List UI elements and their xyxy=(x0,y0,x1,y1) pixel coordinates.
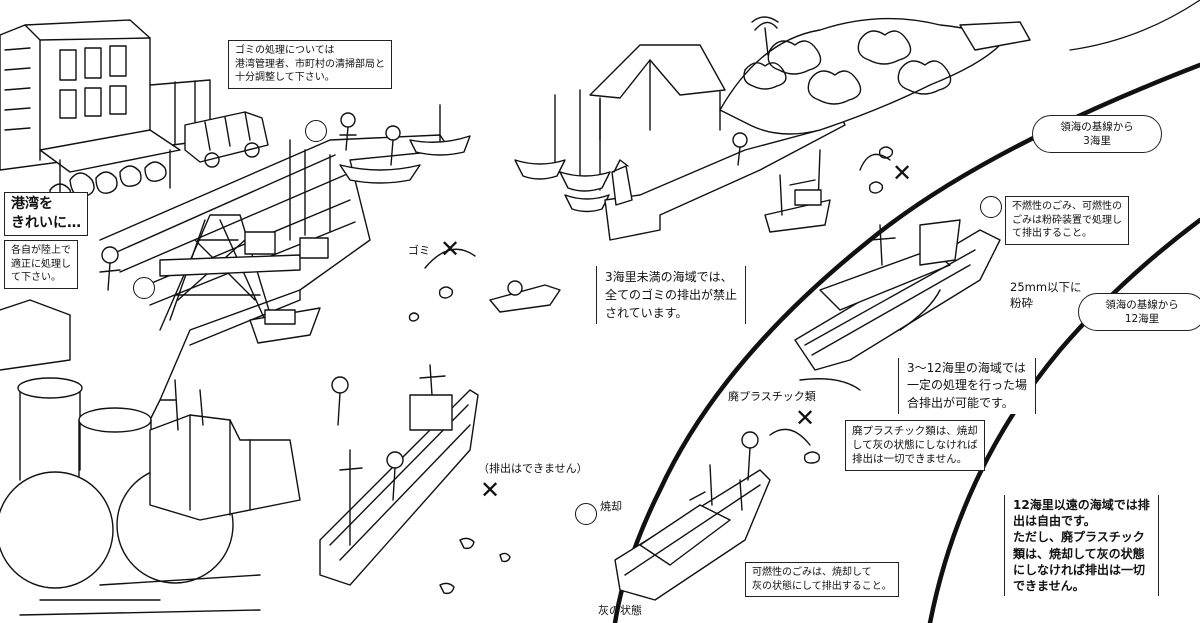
marina-drawing xyxy=(249,89,611,344)
dispose-on-land-note: 各自が陸上で 適正に処理し て下さい。 xyxy=(4,240,78,289)
warehouse-drawing xyxy=(0,19,269,205)
between-3-12nm-note: 3～12海里の海域では 一定の処理を行った場 合排出が可能です。 xyxy=(898,358,1037,415)
beyond-12nm-note: 12海里以遠の海域では排 出は自由です。 ただし、廃プラスチック 類は、焼却して… xyxy=(1004,495,1159,597)
pavilion-drawing xyxy=(589,44,846,241)
figures-drawing xyxy=(99,112,941,595)
incineration-label: 焼却 xyxy=(600,500,622,513)
island-drawing xyxy=(719,16,1031,135)
ok-mark-pier xyxy=(305,120,327,142)
baseline-3nm-label: 領海の基線から 3海里 xyxy=(1032,115,1162,154)
ng-mark-ship: ✕ xyxy=(480,476,501,504)
no-discharge-label: （排出はできません） xyxy=(478,462,588,475)
ng-mark-gomi: ✕ xyxy=(440,235,461,263)
crush-size-label: 25mm以下に 粉砕 xyxy=(1010,280,1082,310)
fishing-boat-drawing xyxy=(764,149,831,233)
under-3nm-note: 3海里未満の海域では、 全てのゴミの排出が禁止 されています。 xyxy=(596,266,747,324)
ok-mark-land xyxy=(133,277,155,299)
ng-mark-plastic: ✕ xyxy=(795,404,816,432)
ok-mark-3nm xyxy=(980,196,1002,218)
crane-drawing xyxy=(159,214,329,331)
factory-drawing xyxy=(149,379,301,521)
plastic-rule-note: 廃プラスチック類は、焼却 して灰の状態にしなければ 排出は一切できません。 xyxy=(845,420,985,471)
waste-plastic-label: 廃プラスチック類 xyxy=(728,390,816,403)
ferry-drawing xyxy=(794,219,1001,371)
incinerator-ship-drawing xyxy=(614,464,771,601)
combustible-ash-note: 可燃性のごみは、焼却して 灰の状態にして排出すること。 xyxy=(745,562,899,597)
cargo-ship-drawing xyxy=(319,364,479,586)
ash-state-label: 灰の状態 xyxy=(598,604,642,617)
garbage-coordination-note: ゴミの処理については 港湾管理者、市町村の清掃部局と 十分調整して下さい。 xyxy=(228,40,392,89)
gomi-label: ゴミ xyxy=(408,244,430,257)
ng-mark-fishing: ✕ xyxy=(892,159,913,187)
ok-mark-ash xyxy=(575,503,597,525)
baseline-12nm-label: 領海の基線から 12海里 xyxy=(1078,293,1200,332)
keep-port-clean-note: 港湾を きれいに… xyxy=(4,192,88,236)
noncombustible-note: 不燃性のごみ、可燃性の ごみは粉砕装置で処理し て排出すること。 xyxy=(1005,196,1129,245)
pier-drawing xyxy=(99,134,451,421)
